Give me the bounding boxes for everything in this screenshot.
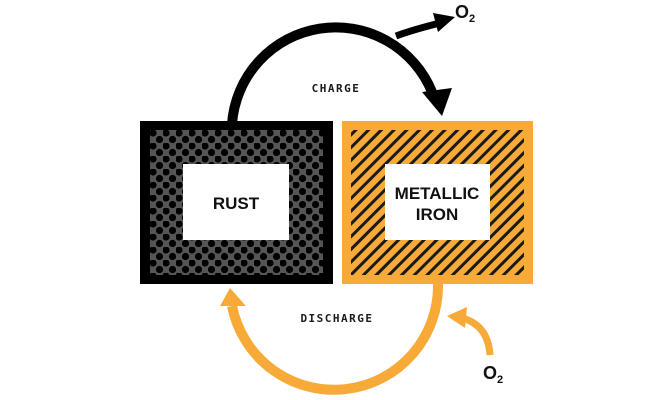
o2-intake-arrowhead-icon bbox=[447, 307, 467, 328]
iron-label-line1: METALLIC bbox=[395, 184, 480, 203]
o2-released-label: O 2 bbox=[455, 2, 475, 25]
o2-release-arrow bbox=[394, 13, 455, 40]
iron-node: METALLIC IRON bbox=[342, 121, 533, 284]
charge-arrow bbox=[227, 22, 452, 125]
discharge-arrowhead-icon bbox=[220, 288, 246, 306]
o2-top-subscript: 2 bbox=[469, 13, 475, 25]
o2-bottom-subscript: 2 bbox=[497, 374, 503, 386]
discharge-label: DISCHARGE bbox=[300, 312, 373, 325]
iron-label-box bbox=[385, 164, 490, 240]
rust-node: RUST bbox=[140, 121, 333, 284]
charge-arrowhead-icon bbox=[422, 88, 452, 116]
rust-label: RUST bbox=[213, 194, 260, 213]
rust-label-box bbox=[183, 164, 289, 240]
o2-top-symbol: O bbox=[455, 2, 469, 22]
o2-absorbed-label: O 2 bbox=[483, 363, 503, 386]
o2-release-arrowhead-icon bbox=[433, 13, 455, 32]
o2-bottom-symbol: O bbox=[483, 363, 497, 383]
discharge-arrow bbox=[220, 283, 444, 395]
iron-label-line2: IRON bbox=[416, 205, 459, 224]
o2-intake-arrow bbox=[447, 307, 494, 356]
charge-label: CHARGE bbox=[312, 82, 361, 95]
